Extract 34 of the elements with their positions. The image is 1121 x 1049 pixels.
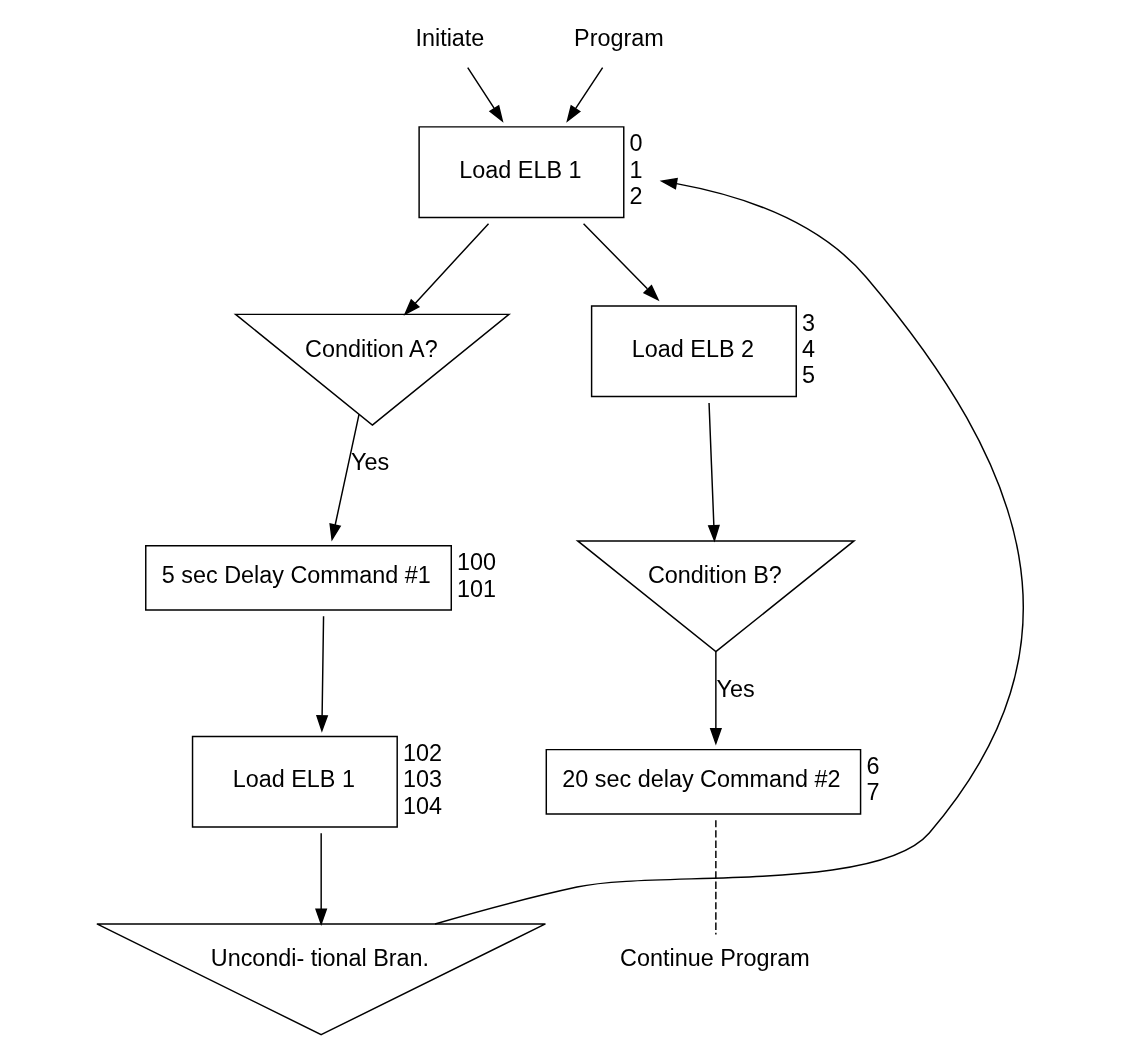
node-box: 20 sec delay Command #2: [545, 748, 862, 815]
node-label: 102: [403, 740, 443, 767]
arrow: [709, 651, 722, 746]
edge-label: Yes: [351, 449, 390, 476]
node-label: 6: [866, 753, 880, 780]
arrow: [582, 222, 660, 302]
node-box: Load ELB 1: [418, 126, 625, 219]
arrow: [315, 832, 328, 926]
node-text: Initiate: [415, 25, 485, 52]
connector: [715, 819, 717, 936]
node-label: 101: [457, 575, 497, 602]
node-box: Load ELB 1: [191, 735, 398, 828]
arrow: [329, 413, 360, 542]
arrow: [707, 402, 720, 543]
node-box: 5 sec Delay Command #1: [145, 544, 452, 611]
node-label: 100: [457, 549, 497, 576]
arrow: [403, 222, 490, 316]
node-label: 7: [866, 779, 880, 806]
node-label: 3: [802, 309, 816, 336]
node-label: 4: [802, 335, 816, 362]
edge-label: Yes: [716, 675, 755, 702]
node-label: 1: [629, 156, 643, 183]
node-label: 0: [629, 130, 643, 157]
node-label: 104: [403, 792, 443, 819]
arrow: [566, 66, 604, 123]
node-text: Continue Program: [620, 945, 810, 972]
node-label: 2: [629, 183, 643, 210]
node-label: 103: [403, 766, 443, 793]
arrow: [434, 177, 1024, 925]
node-text: Program: [574, 25, 664, 52]
arrow: [467, 66, 504, 123]
node-box: Load ELB 2: [590, 305, 797, 398]
node-label: 5: [802, 362, 816, 389]
arrow: [315, 615, 329, 733]
